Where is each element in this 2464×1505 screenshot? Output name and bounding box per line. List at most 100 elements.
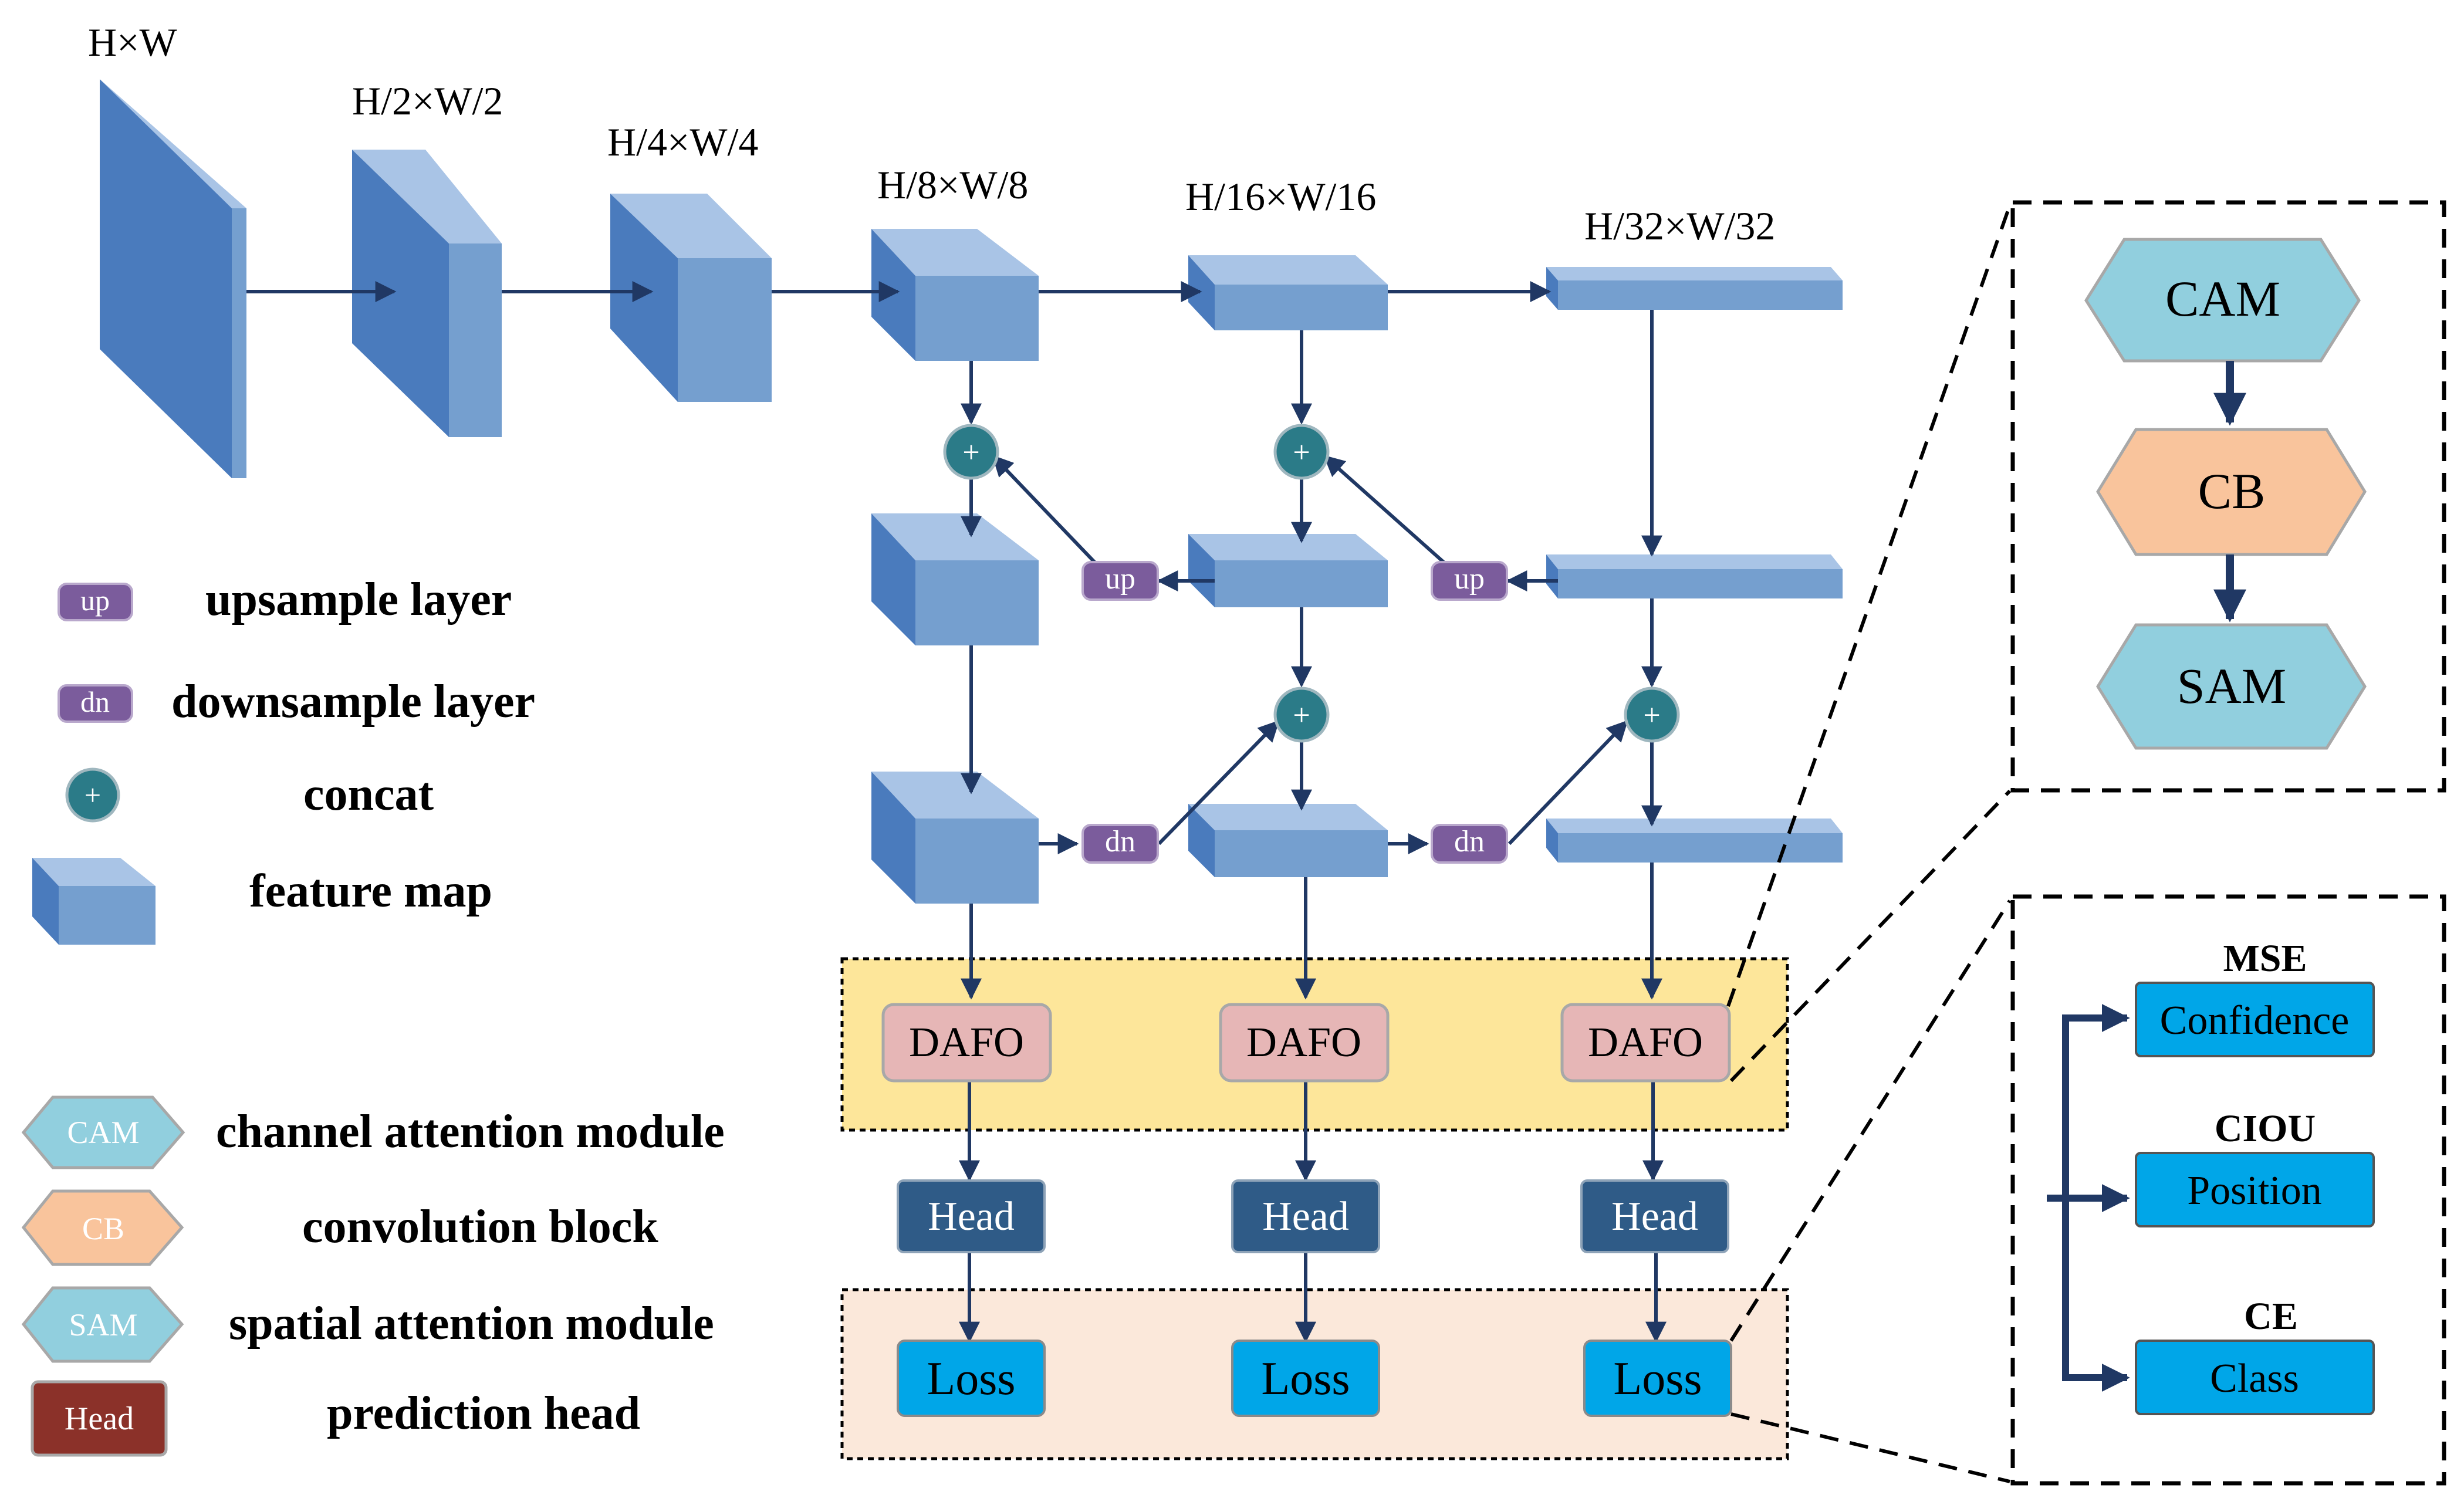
concat-node-s5-bot: + <box>1273 686 1330 743</box>
svg-text:up: up <box>1454 562 1485 596</box>
svg-text:CB: CB <box>82 1211 124 1246</box>
feature-map-cube-s1 <box>100 79 246 478</box>
svg-text:+: + <box>85 779 101 811</box>
head-module-2: Head <box>1231 1179 1380 1253</box>
loss-label-ce: CE <box>2244 1295 2298 1338</box>
zoom-line-loss-bottom <box>1730 1412 2010 1483</box>
legend-dn-badge: dn <box>58 684 133 723</box>
scale-label-s4: H/8×W/8 <box>877 163 1028 207</box>
dafo-module-3: DAFO <box>1560 1003 1731 1083</box>
legend-concat-text: concat <box>303 769 434 820</box>
svg-text:Head: Head <box>1611 1194 1698 1239</box>
dafo-module-1: DAFO <box>881 1003 1052 1083</box>
svg-text:DAFO: DAFO <box>909 1019 1024 1066</box>
arrow-up-to-concat-s5 <box>1323 455 1449 568</box>
svg-text:SAM: SAM <box>2177 658 2286 714</box>
upsample-op-2: up <box>1431 561 1508 601</box>
dafo-detail-cb: CB <box>2096 428 2367 556</box>
concat-node-s6-bot: + <box>1624 686 1680 743</box>
svg-text:+: + <box>1643 699 1660 732</box>
legend: up upsample layer dn downsample layer + … <box>21 574 725 1457</box>
svg-text:dn: dn <box>80 685 110 718</box>
svg-text:dn: dn <box>1105 825 1135 858</box>
zoom-line-dafo-bottom <box>1729 789 2012 1083</box>
svg-text:up: up <box>80 584 110 617</box>
feature-map-cube-s4-mid <box>871 513 1039 645</box>
feature-map-cube-s6-top <box>1546 267 1843 310</box>
feature-map-cube-s5-mid <box>1188 534 1388 607</box>
svg-text:CAM: CAM <box>2165 270 2280 327</box>
dafo-module-2: DAFO <box>1219 1003 1390 1083</box>
arrow-dn-to-concat-s5 <box>1157 720 1280 845</box>
feature-map-cube-s4-bot <box>871 772 1039 904</box>
legend-up-text: upsample layer <box>205 574 512 625</box>
scale-label-s5: H/16×W/16 <box>1185 174 1376 219</box>
head-module-1: Head <box>897 1179 1046 1253</box>
arrow-dn-to-concat-s6 <box>1508 720 1628 845</box>
legend-feature-map-icon <box>32 858 156 945</box>
loss-label-ciou: CIOU <box>2215 1107 2316 1150</box>
loss-label-mse: MSE <box>2223 937 2307 980</box>
legend-cb-badge: CB <box>21 1189 184 1266</box>
legend-dn-text: downsample layer <box>171 676 535 728</box>
legend-head-badge: Head <box>31 1380 168 1457</box>
svg-text:Class: Class <box>2210 1356 2299 1401</box>
legend-concat-icon: + <box>65 767 120 823</box>
zoom-line-loss-top <box>1729 899 2012 1342</box>
svg-text:Confidence: Confidence <box>2160 998 2350 1043</box>
svg-text:SAM: SAM <box>69 1307 137 1342</box>
loss-module-3: Loss <box>1583 1340 1732 1417</box>
scale-label-s1: H×W <box>88 20 177 65</box>
svg-text:Head: Head <box>65 1401 134 1437</box>
svg-text:+: + <box>962 436 979 469</box>
legend-feature-map-text: feature map <box>249 865 492 917</box>
legend-head-text: prediction head <box>327 1388 640 1439</box>
svg-text:Head: Head <box>928 1194 1015 1239</box>
scale-label-s6: H/32×W/32 <box>1584 204 1775 248</box>
svg-text:Loss: Loss <box>1261 1353 1350 1405</box>
loss-module-1: Loss <box>897 1340 1046 1417</box>
arrow-up-to-concat-s4 <box>992 455 1100 568</box>
feature-map-cube-s6-bot <box>1546 819 1843 863</box>
svg-text:DAFO: DAFO <box>1246 1019 1361 1066</box>
upsample-op-1: up <box>1081 561 1159 601</box>
loss-detail-class: Class <box>2135 1340 2375 1415</box>
svg-text:+: + <box>1293 699 1310 732</box>
svg-text:+: + <box>1293 436 1310 469</box>
feature-map-cube-s4-top <box>871 229 1039 361</box>
concat-node-s4-top: + <box>943 424 999 480</box>
loss-module-2: Loss <box>1231 1340 1380 1417</box>
svg-text:Position: Position <box>2187 1168 2322 1213</box>
loss-detail-confidence: Confidence <box>2135 982 2375 1057</box>
scale-label-s3: H/4×W/4 <box>607 120 758 164</box>
feature-map-cube-s5-bot <box>1188 804 1388 877</box>
feature-map-cube-s3 <box>610 194 772 402</box>
svg-text:CB: CB <box>2198 463 2266 519</box>
legend-up-badge: up <box>58 583 133 621</box>
legend-cb-text: convolution block <box>302 1201 658 1253</box>
svg-text:up: up <box>1105 562 1135 596</box>
svg-text:dn: dn <box>1454 825 1485 858</box>
feature-map-cube-s2 <box>352 150 502 437</box>
legend-cam-badge: CAM <box>21 1095 185 1169</box>
svg-text:CAM: CAM <box>67 1115 139 1150</box>
dafo-detail-cam: CAM <box>2084 238 2361 363</box>
dafo-detail-sam: SAM <box>2096 623 2367 750</box>
svg-text:Loss: Loss <box>927 1353 1015 1405</box>
downsample-op-2: dn <box>1431 824 1508 864</box>
scale-label-s2: H/2×W/2 <box>352 79 503 123</box>
svg-text:DAFO: DAFO <box>1588 1019 1703 1066</box>
loss-detail-position: Position <box>2135 1152 2375 1227</box>
legend-sam-text: spatial attention module <box>229 1298 714 1350</box>
legend-cam-text: channel attention module <box>216 1106 725 1158</box>
feature-map-cube-s5-top <box>1188 255 1388 330</box>
feature-map-cube-s6-mid <box>1546 554 1843 598</box>
svg-text:Head: Head <box>1262 1194 1349 1239</box>
downsample-op-1: dn <box>1081 824 1159 864</box>
svg-text:Loss: Loss <box>1613 1353 1702 1405</box>
legend-sam-badge: SAM <box>21 1286 184 1363</box>
zoom-line-dafo-top <box>1726 205 2012 1007</box>
head-module-3: Head <box>1580 1179 1729 1253</box>
concat-node-s5-top: + <box>1273 424 1330 480</box>
